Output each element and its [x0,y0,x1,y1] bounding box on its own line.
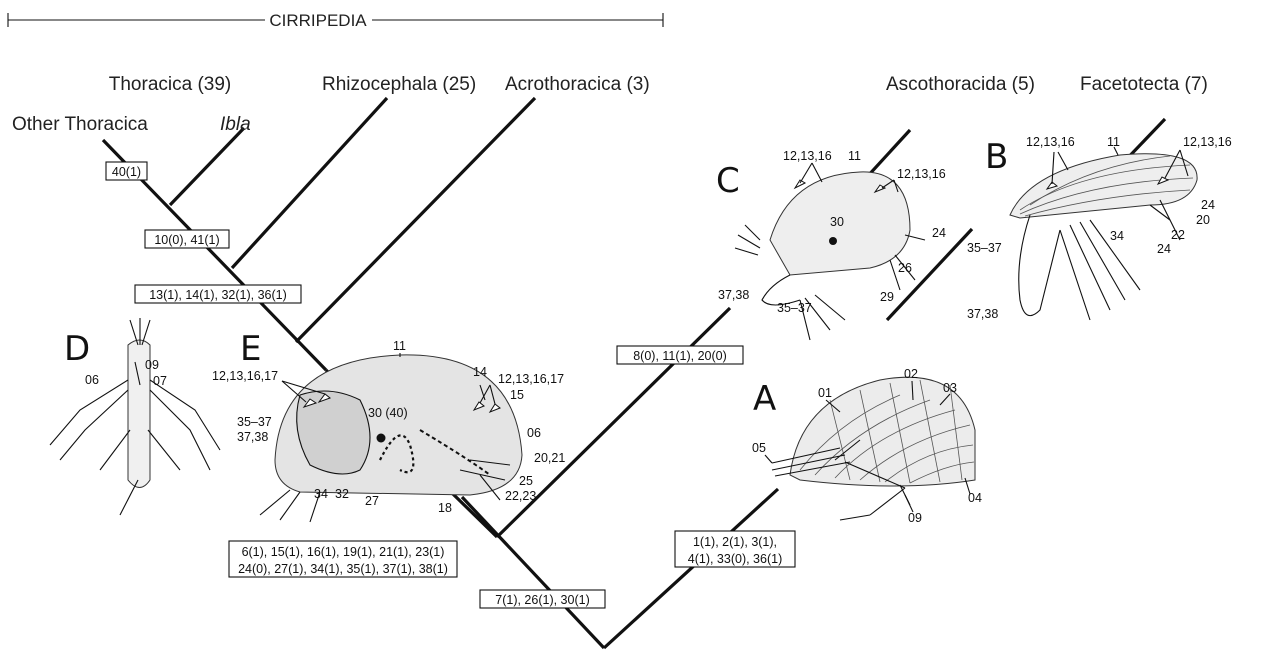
label-b-35-37: 35–37 [967,241,1002,255]
label-b-24a: 24 [1201,198,1215,212]
label-c-37-38: 37,38 [718,288,749,302]
panel-letter-b: B [985,137,1008,177]
label-e-37-38: 37,38 [237,430,268,444]
panel-letter-e: E [240,329,261,369]
box-13-14-32-36: 13(1), 14(1), 32(1), 36(1) [149,288,287,302]
branch-root-left [462,497,604,648]
label-e-35-37: 35–37 [237,415,272,429]
panel-letter-a: A [753,379,776,419]
label-e-20-21: 20,21 [534,451,565,465]
taxon-other-thoracica: Other Thoracica [12,114,148,135]
box-1-2-3-line1: 1(1), 2(1), 3(1), [693,535,777,549]
label-b-37-38: 37,38 [967,307,998,321]
dot-e-30 [377,434,386,443]
box-40: 40(1) [112,165,141,179]
label-b-34: 34 [1110,229,1124,243]
label-b-12-13-16-right: 12,13,16 [1183,135,1232,149]
label-a-03: 03 [943,381,957,395]
label-d-07: 07 [153,374,167,388]
panel-letter-c: C [716,161,740,201]
box-10-41: 10(0), 41(1) [154,233,219,247]
label-d-09: 09 [145,358,159,372]
label-e-12-13-16-17-right: 12,13,16,17 [498,372,564,386]
taxon-ascothoracida: Ascothoracida (5) [886,74,1035,95]
illustration-e-cyprid: 11 12,13,16,17 14 12,13,16,17 15 35–37 3… [212,339,565,522]
label-e-25: 25 [519,474,533,488]
panel-letter-d: D [64,329,90,369]
branch-ibla [170,128,244,205]
label-b-12-13-16-left: 12,13,16 [1026,135,1075,149]
label-a-09: 09 [908,511,922,525]
cirripedia-title: CIRRIPEDIA [269,11,367,30]
label-e-15: 15 [510,388,524,402]
label-c-35-37: 35–37 [777,301,812,315]
label-d-06: 06 [85,373,99,387]
label-c-29: 29 [880,290,894,304]
dot-c-30 [829,237,837,245]
label-b-20: 20 [1196,213,1210,227]
taxon-labels: Thoracica (39) Other Thoracica Ibla Rhiz… [12,74,1208,135]
cirripedia-bracket: CIRRIPEDIA [8,11,663,30]
label-e-06: 06 [527,426,541,440]
taxon-acrothoracica: Acrothoracica (3) [505,74,650,95]
branch-acrothoracica [296,98,535,342]
box-8-11-20: 8(0), 11(1), 20(0) [633,349,727,363]
label-a-05: 05 [752,441,766,455]
label-e-12-13-16-17-left: 12,13,16,17 [212,369,278,383]
label-e-32: 32 [335,487,349,501]
label-a-02: 02 [904,367,918,381]
label-e-27: 27 [365,494,379,508]
label-c-24: 24 [932,226,946,240]
label-e-22-23: 22,23 [505,489,536,503]
label-e-30-40: 30 (40) [368,406,408,420]
taxon-thoracica: Thoracica (39) [109,74,232,95]
label-c-11: 11 [848,149,861,163]
branch-root-right [604,489,778,648]
branch-rhizocephala [232,98,387,268]
illustration-a-larva: 01 02 03 04 05 09 [752,367,982,525]
box-7-26-30: 7(1), 26(1), 30(1) [495,593,589,607]
label-e-11: 11 [393,339,406,353]
taxon-ibla: Ibla [220,114,251,135]
box-4-33-36-line2: 4(1), 33(0), 36(1) [688,552,782,566]
label-e-34: 34 [314,487,328,501]
box-6-line2: 24(0), 27(1), 34(1), 35(1), 37(1), 38(1) [238,562,448,576]
taxon-facetotecta: Facetotecta (7) [1080,74,1208,95]
label-b-22: 22 [1171,228,1185,242]
label-c-26: 26 [898,261,912,275]
label-c-12-13-16-left: 12,13,16 [783,149,832,163]
illustration-c-larva: 12,13,16 11 12,13,16 30 24 26 29 37,38 3… [718,149,946,340]
label-e-14: 14 [473,365,487,379]
label-c-30: 30 [830,215,844,229]
label-c-12-13-16-right: 12,13,16 [897,167,946,181]
label-b-11: 11 [1107,135,1120,149]
taxon-rhizocephala: Rhizocephala (25) [322,74,476,95]
label-b-24b: 24 [1157,242,1171,256]
label-e-18: 18 [438,501,452,515]
box-6-line1: 6(1), 15(1), 16(1), 19(1), 21(1), 23(1) [242,545,445,559]
label-a-01: 01 [818,386,832,400]
